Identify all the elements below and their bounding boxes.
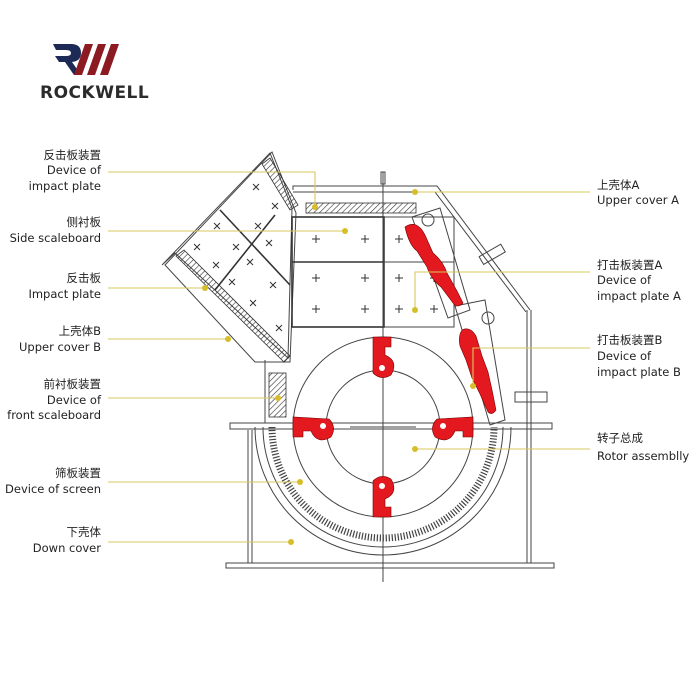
label-cn: 反击板装置 <box>44 148 102 162</box>
label-en: impact plate B <box>597 365 681 379</box>
label-en: impact plate <box>29 179 101 193</box>
bolt-marks <box>193 183 438 332</box>
logo-text: ROCKWELL <box>40 83 149 103</box>
leader-lines <box>108 171 590 545</box>
label-en: Rotor assemblly <box>597 449 689 463</box>
label-cn: 上壳体B <box>59 324 101 338</box>
rotor-hammers <box>292 336 474 518</box>
label-cn: 转子总成 <box>597 431 643 445</box>
label-cn: 筛板装置 <box>55 466 101 480</box>
label-en: Device of screen <box>5 482 101 496</box>
label-en: Upper cover A <box>597 193 679 207</box>
label-en: Device of <box>597 349 652 363</box>
crusher-drawing <box>161 151 555 582</box>
label-cn: 打击板装置B <box>597 333 662 347</box>
label-cn: 侧衬板 <box>67 215 102 229</box>
impact-plate-a <box>404 224 464 307</box>
left-labels: 反击板装置 Device of impact plate 侧衬板 Side sc… <box>5 148 102 555</box>
rockwell-logo: ROCKWELL <box>40 44 149 103</box>
label-cn: 前衬板装置 <box>44 377 102 391</box>
label-en: impact plate A <box>597 289 681 303</box>
right-labels: 上壳体A Upper cover A 打击板装置A Device of impa… <box>597 178 689 463</box>
label-en: Device of <box>47 163 102 177</box>
label-en: Down cover <box>33 541 101 555</box>
label-cn: 反击板 <box>67 271 102 285</box>
label-en: front scaleboard <box>7 408 101 422</box>
label-en: Impact plate <box>28 287 101 301</box>
label-cn: 上壳体A <box>597 178 639 192</box>
label-en: Upper cover B <box>19 340 101 354</box>
label-cn: 下壳体 <box>67 525 102 539</box>
impact-plate-b <box>459 328 497 414</box>
label-en: Side scaleboard <box>10 231 101 245</box>
label-cn: 打击板装置A <box>597 258 662 272</box>
label-en: Device of <box>47 393 102 407</box>
label-en: Device of <box>597 273 652 287</box>
